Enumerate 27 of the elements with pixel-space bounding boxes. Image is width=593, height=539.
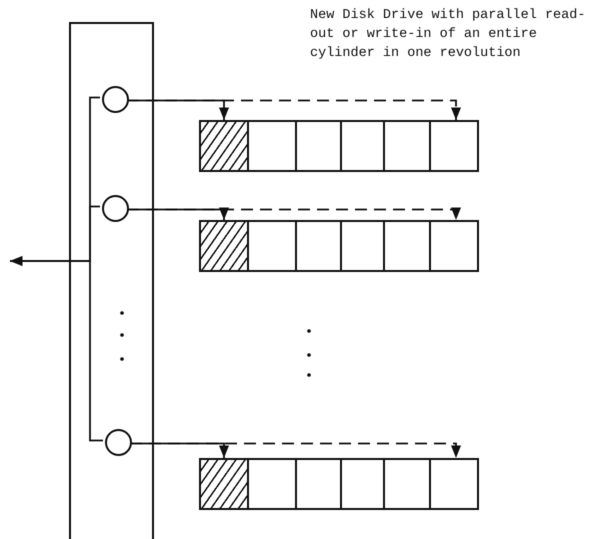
track-cell (295, 120, 342, 172)
track-cell (247, 120, 297, 172)
port-circle (102, 86, 129, 113)
arrow (130, 442, 462, 458)
track-cell (295, 220, 342, 272)
arrow (10, 256, 103, 442)
track-cell (247, 220, 297, 272)
track-cell (340, 120, 385, 172)
track-cell (429, 458, 479, 510)
track-cell (295, 458, 342, 510)
track-cell (429, 120, 479, 172)
track-cell (383, 220, 431, 272)
arrow (127, 207, 462, 220)
track-cell (383, 120, 431, 172)
hatched-track-cell (199, 120, 249, 172)
port-circle (102, 195, 129, 222)
hatched-track-cell (199, 458, 249, 510)
hatched-track-cell (199, 220, 249, 272)
track-cell (383, 458, 431, 510)
arrow (127, 100, 462, 120)
bus-panel (69, 22, 154, 539)
note-text: New Disk Drive with parallel read-out or write-in of an entire cylinder in one revolution (310, 7, 586, 63)
track-cell (429, 220, 479, 272)
port-circle (105, 429, 132, 456)
track-cell (340, 220, 385, 272)
track-cell (340, 458, 385, 510)
track-cell (247, 458, 297, 510)
